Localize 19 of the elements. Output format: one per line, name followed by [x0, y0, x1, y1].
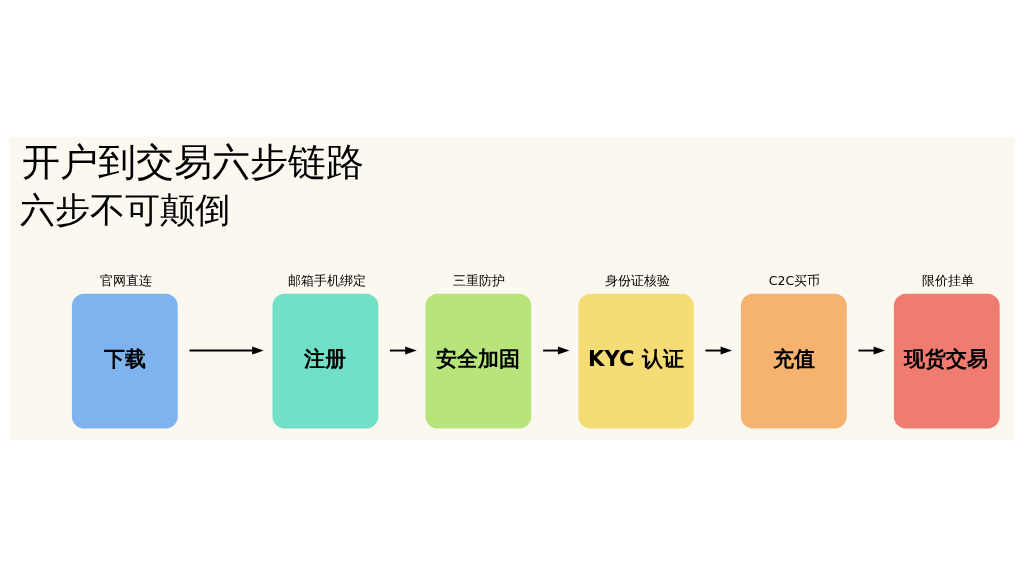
node-box: 充值 [740, 293, 847, 428]
node-label: 官网直连 [99, 272, 152, 288]
node-box: 安全加固 [425, 293, 532, 428]
node-label: 身份证核验 [605, 272, 671, 288]
arrow [389, 346, 417, 355]
node-box: KYC 认证 [578, 293, 694, 428]
arrow [704, 346, 733, 355]
node-box: 现货交易 [893, 293, 1000, 428]
node-label: C2C买币 [768, 272, 821, 288]
arrow [188, 346, 264, 355]
node-label: 邮箱手机绑定 [288, 272, 367, 288]
caption: 六步不可颠倒 [19, 189, 230, 230]
node-box: 下载 [71, 293, 178, 428]
node-label: 三重防护 [453, 272, 506, 288]
arrow [857, 346, 886, 355]
diagram-title: 开户到交易六步链路 [21, 138, 364, 184]
node-box: 注册 [272, 293, 379, 428]
node-label: 限价挂单 [921, 272, 974, 288]
arrow [542, 346, 570, 355]
